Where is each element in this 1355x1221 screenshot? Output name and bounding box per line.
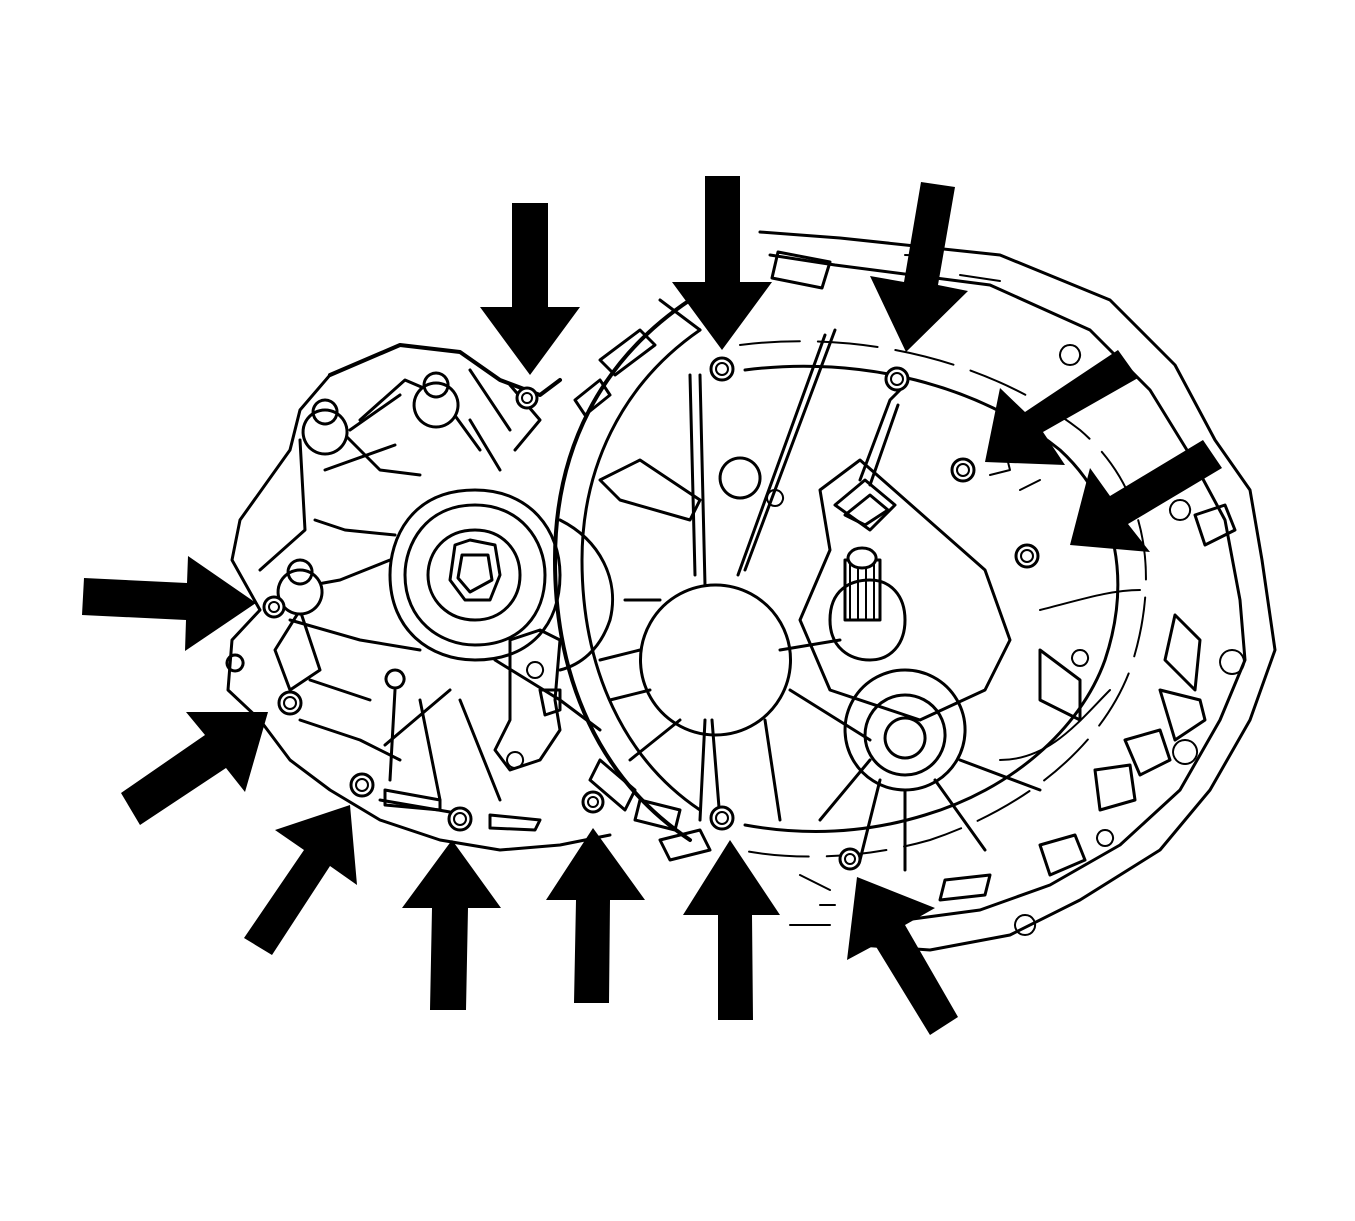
arrow-7 [121,712,268,825]
main-case [553,298,1147,862]
bolts [262,356,1040,871]
bolt-2 [709,356,735,382]
arrows [82,176,1222,1035]
arrow-4 [985,350,1138,465]
bolt-11 [709,805,735,831]
bolt-10 [581,790,605,814]
outer-housing [758,230,1277,952]
bolt-1 [515,386,539,410]
bolt-6 [262,595,286,619]
arrow-6 [82,556,256,651]
right-internals [598,328,1141,872]
arrow-3 [870,182,968,352]
arrow-2 [672,176,772,350]
arrow-8 [244,805,357,955]
bolt-9 [447,806,473,832]
bolt-4 [950,457,976,483]
bolt-3 [884,366,910,392]
arrow-5 [1070,440,1222,552]
bolt-8 [349,772,375,798]
bolt-12 [838,847,862,871]
arrow-10 [546,828,645,1003]
arrow-12 [847,877,958,1035]
left-housing [225,343,615,852]
arrow-1 [480,203,580,375]
arrow-9 [402,840,501,1010]
arrow-11 [683,840,780,1020]
bolt-5 [1014,543,1040,569]
bolt-7 [277,690,303,716]
